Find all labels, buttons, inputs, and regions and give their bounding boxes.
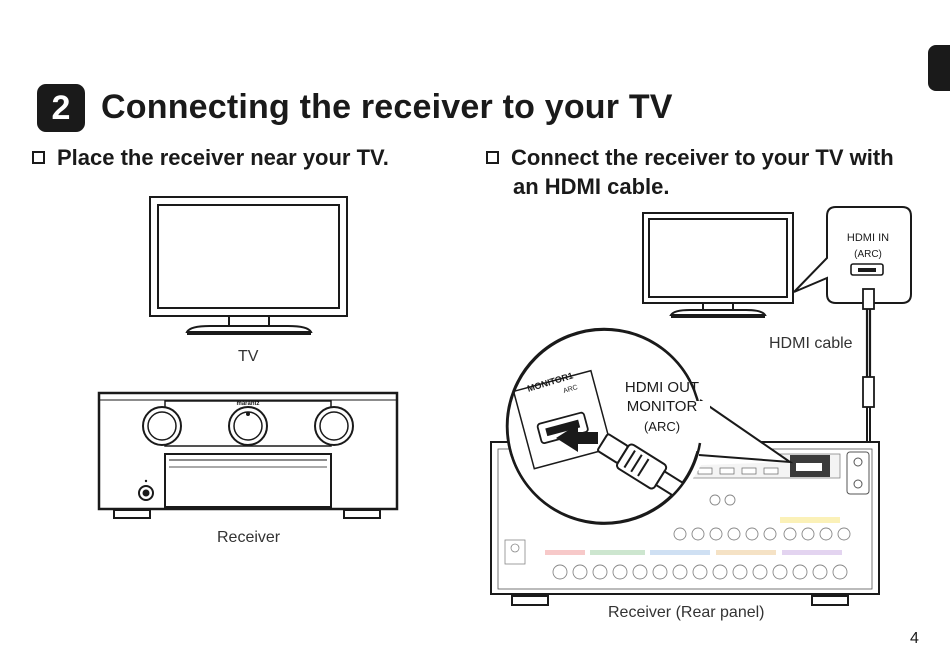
receiver-brand-logo: marantz [236, 401, 259, 407]
hdmi-in-callout [793, 206, 912, 304]
step-connect-hdmi-text-line2: an HDMI cable. [513, 174, 670, 199]
hdmi-cable-caption: HDMI cable [769, 335, 853, 352]
step-number-badge: 2 [37, 84, 85, 132]
step-connect-hdmi-text-line1: Connect the receiver to your TV with [511, 145, 894, 170]
hdmi-out-label-line1: HDMI OUT [625, 379, 699, 396]
receiver-front-illustration [97, 391, 399, 519]
page-title: Connecting the receiver to your TV [101, 88, 673, 126]
page-number: 4 [910, 630, 919, 647]
tv-right-illustration [642, 212, 794, 318]
hdmi-in-label: HDMI IN [847, 232, 889, 244]
tv-illustration [149, 196, 348, 335]
checkbox-icon [32, 151, 45, 164]
step-place-receiver-text: Place the receiver near your TV. [57, 145, 389, 170]
receiver-caption: Receiver [217, 529, 281, 546]
hdmi-in-arc-label: (ARC) [854, 249, 882, 260]
step-connect-hdmi: Connect the receiver to your TV with an … [486, 143, 936, 201]
receiver-rear-caption: Receiver (Rear panel) [608, 604, 765, 621]
section-tab-marker [928, 45, 950, 91]
receiver-rear-illustration [490, 441, 880, 606]
arc-port-label: ARC [562, 384, 578, 395]
hdmi-out-magnifier [505, 327, 794, 525]
checkbox-icon [486, 151, 499, 164]
tv-caption: TV [238, 348, 259, 365]
hdmi-out-arc-label: (ARC) [644, 419, 680, 434]
step-place-receiver: Place the receiver near your TV. [32, 143, 389, 172]
hdmi-out-label-line2: MONITOR [627, 398, 698, 415]
